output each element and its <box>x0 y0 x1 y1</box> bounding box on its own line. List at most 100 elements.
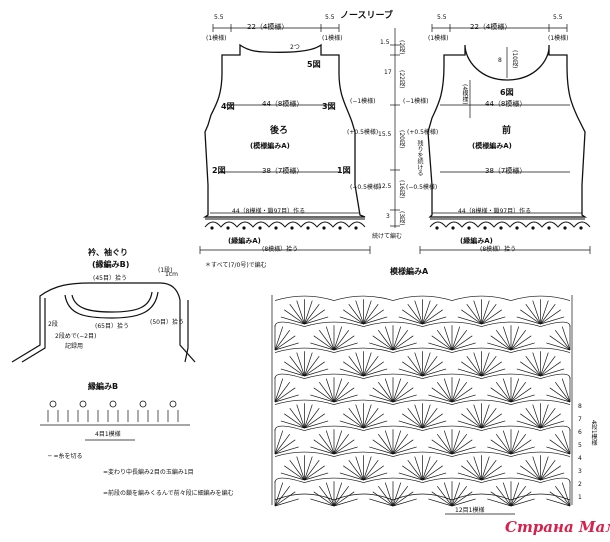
border-b-legend-2: =変わり中長編み2目の玉編み1目 <box>103 469 194 476</box>
fan-arch <box>363 477 423 483</box>
join-note: 続けて編む <box>372 233 403 240</box>
fan-stitch <box>284 361 305 377</box>
fan-stitch <box>451 446 476 455</box>
fan-stitch <box>525 355 541 377</box>
fan-stitch <box>436 433 453 455</box>
fan-stitch <box>392 485 409 507</box>
fan-stitch <box>481 413 502 429</box>
fan-stitch <box>339 316 364 325</box>
fan-arch <box>274 477 305 483</box>
fan-stitch <box>540 465 561 481</box>
collar-count-right: (50目）拾う <box>150 319 184 326</box>
fan-stitch <box>333 335 355 351</box>
fan-stitch <box>540 303 556 325</box>
fan-stitch <box>490 491 512 507</box>
fan-stitch <box>407 407 423 429</box>
fan-arch <box>363 321 423 327</box>
fan-arch <box>540 373 571 379</box>
fan-stitch <box>510 439 532 455</box>
fan-stitch <box>422 404 431 429</box>
fan-stitch <box>343 361 364 377</box>
fan-stitch <box>451 387 473 403</box>
fan-arch <box>333 347 394 353</box>
fan-stitch <box>333 439 355 455</box>
fan-stitch <box>333 329 350 351</box>
fan-arch <box>422 425 482 431</box>
fan-stitch <box>363 316 388 325</box>
fan-stitch <box>490 387 512 403</box>
fan-stitch <box>304 361 325 377</box>
fan-stitch <box>384 326 394 351</box>
fan-stitch <box>318 433 335 455</box>
measure-5-rows: (3段) <box>398 211 405 226</box>
collar-title-2: (縁編みB) <box>92 260 130 269</box>
fan-stitch <box>422 456 431 481</box>
fan-arch <box>481 373 541 379</box>
fan-stitch <box>510 378 520 403</box>
front-name: 前 <box>502 126 512 136</box>
front-body-outline <box>427 44 588 218</box>
fan-stitch <box>355 404 364 429</box>
fan-stitch <box>369 394 394 403</box>
fan-stitch <box>422 413 443 429</box>
fan-stitch <box>495 485 512 507</box>
fan-stitch <box>363 352 372 377</box>
front-cast-on: 44（8模様・鎖97目）作る <box>458 208 532 215</box>
fan-stitch <box>525 407 541 429</box>
fan-stitch <box>392 329 409 351</box>
fan-arch <box>304 477 364 483</box>
fan-stitch <box>502 430 512 455</box>
fan-stitch <box>481 456 490 481</box>
row-mark: 5 <box>578 442 582 449</box>
fan-arch <box>333 399 394 405</box>
fan-stitch <box>422 472 447 481</box>
chart-bottom-scallop <box>274 493 571 501</box>
collar-title-1: 衿、袖ぐり <box>88 248 128 257</box>
fan-arch <box>540 321 571 327</box>
fan-arch <box>422 321 482 327</box>
row-mark: 6 <box>578 429 582 436</box>
fan-stitch <box>363 420 388 429</box>
fan-stitch <box>443 482 453 507</box>
fan-stitch <box>355 352 364 377</box>
fan-stitch <box>363 407 379 429</box>
fan-stitch <box>510 326 520 351</box>
fan-stitch <box>355 456 364 481</box>
fan-stitch <box>333 482 343 507</box>
fan-arch <box>451 451 512 457</box>
fan-stitch <box>348 303 364 325</box>
fan-stitch <box>473 300 482 325</box>
back-hem-label: (縁編みA) <box>228 237 261 245</box>
measure-3: 15.5 <box>378 131 392 138</box>
fan-stitch <box>510 381 527 403</box>
fan-stitch <box>407 303 423 325</box>
front-side-note: 残りを続ける <box>416 140 423 176</box>
fan-stitch <box>289 355 305 377</box>
fan-stitch <box>481 404 490 429</box>
fan-stitch <box>481 361 502 377</box>
fan-stitch <box>502 326 512 351</box>
fan-stitch <box>540 407 556 429</box>
fan-stitch <box>333 498 358 507</box>
fan-stitch <box>304 472 329 481</box>
front-shoulder-rows-right: (1模様) <box>548 35 569 42</box>
fan-stitch <box>510 394 535 403</box>
fan-stitch <box>304 316 329 325</box>
fan-stitch <box>274 433 291 455</box>
front-width-44: 44（8模様） <box>485 100 527 108</box>
stitch-chart-fans <box>274 295 571 507</box>
collar-arrow-note: 1cm <box>165 271 178 278</box>
fan-stitch <box>431 439 453 455</box>
measure-2-rows: (22段) <box>398 70 405 89</box>
watermark: Страна Мам <box>505 518 610 536</box>
fan-stitch <box>284 465 305 481</box>
fan-stitch <box>402 413 423 429</box>
fan-stitch <box>313 439 335 455</box>
fan-arch <box>540 425 571 431</box>
fan-stitch <box>392 430 402 455</box>
fan-stitch <box>422 303 438 325</box>
fan-stitch <box>304 465 325 481</box>
row-mark: 7 <box>578 416 582 423</box>
fan-arch <box>422 477 482 483</box>
fan-stitch <box>481 472 506 481</box>
